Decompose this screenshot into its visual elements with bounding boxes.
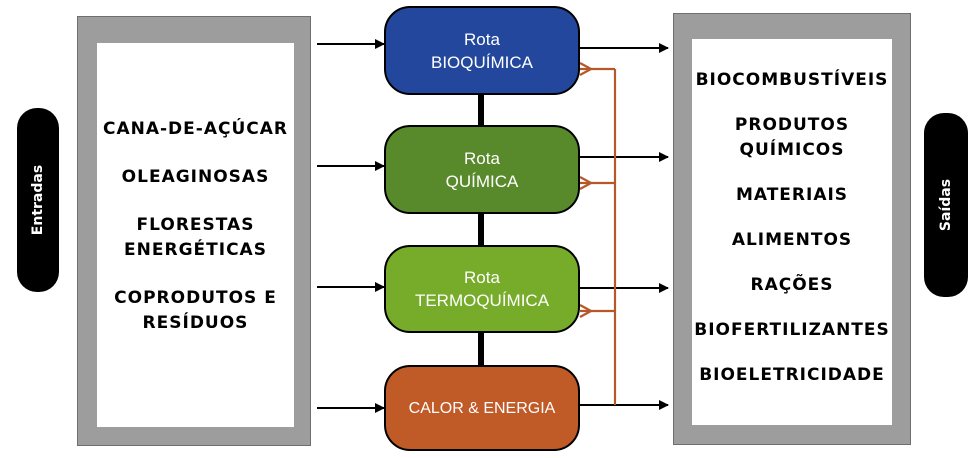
inputs-panel-inner: CANA-DE-AÇÚCAR OLEAGINOSAS FLORESTAS ENE… bbox=[97, 43, 294, 427]
saidas-pill bbox=[924, 113, 968, 297]
output-item-biofertilizantes: BIOFERTILIZANTES bbox=[694, 320, 890, 340]
route-quimica-line1: Rota bbox=[464, 148, 500, 168]
outputs-list: BIOCOMBUSTÍVEIS PRODUTOS QUÍMICOS MATERI… bbox=[692, 68, 892, 388]
output-item-alimentos: ALIMENTOS bbox=[731, 230, 853, 250]
route-bioquimica-line1: Rota bbox=[464, 29, 500, 49]
input-item-cana: CANA-DE-AÇÚCAR bbox=[102, 119, 288, 139]
outputs-panel: BIOCOMBUSTÍVEIS PRODUTOS QUÍMICOS MATERI… bbox=[673, 13, 911, 445]
input-item-coprodutos: COPRODUTOS E RESÍDUOS bbox=[114, 288, 277, 333]
outputs-panel-inner: BIOCOMBUSTÍVEIS PRODUTOS QUÍMICOS MATERI… bbox=[692, 39, 892, 425]
route-bioquimica-line2: BIOQUÍMICA bbox=[430, 52, 533, 72]
route-calor-energia-label: CALOR & ENERGIA bbox=[408, 399, 556, 417]
output-item-bioeletricidade: BIOELETRICIDADE bbox=[699, 365, 885, 385]
route-bioquimica: Rota BIOQUÍMICA bbox=[384, 6, 580, 95]
route-calor-energia: CALOR & ENERGIA bbox=[384, 365, 580, 451]
inputs-list: CANA-DE-AÇÚCAR OLEAGINOSAS FLORESTAS ENE… bbox=[97, 117, 294, 336]
route-termoquimica-line2: TERMOQUÍMICA bbox=[414, 291, 550, 310]
route-termoquimica-line1: Rota bbox=[464, 268, 500, 287]
inputs-panel: CANA-DE-AÇÚCAR OLEAGINOSAS FLORESTAS ENE… bbox=[77, 16, 311, 446]
route-termoquimica: Rota TERMOQUÍMICA bbox=[384, 245, 580, 333]
input-item-oleaginosas: OLEAGINOSAS bbox=[121, 167, 270, 187]
output-item-produtos-quimicos: PRODUTOS QUÍMICOS bbox=[734, 115, 850, 160]
output-item-racoes: RAÇÕES bbox=[750, 275, 834, 295]
output-item-biocombustiveis: BIOCOMBUSTÍVEIS bbox=[695, 70, 889, 90]
entradas-pill bbox=[17, 108, 59, 292]
route-quimica: Rota QUÍMICA bbox=[384, 125, 580, 214]
route-quimica-line2: QUÍMICA bbox=[445, 171, 519, 191]
output-item-materiais: MATERIAIS bbox=[735, 185, 849, 205]
input-item-florestas: FLORESTAS ENERGÉTICAS bbox=[124, 215, 267, 260]
